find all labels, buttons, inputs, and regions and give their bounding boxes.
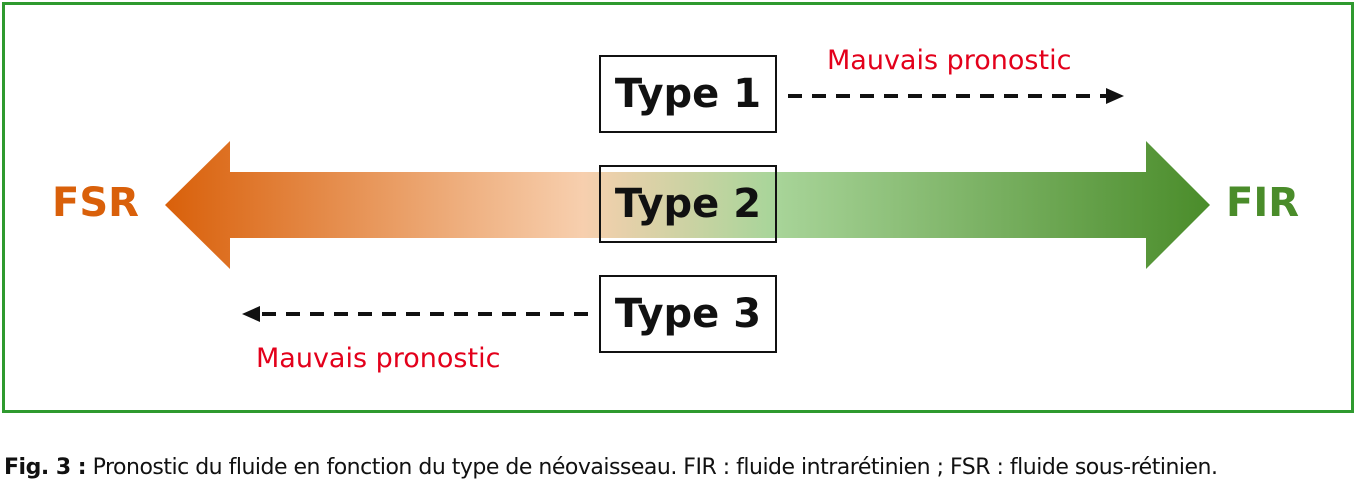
figure-caption: Fig. 3 : Pronostic du fluide en fonction… (4, 454, 1218, 482)
type-1-box: Type 1 (599, 55, 777, 133)
type-3-prognosis-label: Mauvais pronostic (256, 343, 501, 374)
fir-label: FIR (1226, 180, 1300, 226)
type-3-box: Type 3 (599, 275, 777, 353)
type-2-box: Type 2 (599, 165, 777, 243)
fsr-label: FSR (52, 180, 139, 226)
type3-arrowhead (242, 306, 260, 322)
caption-prefix: Fig. 3 : (4, 455, 87, 480)
caption-text: Pronostic du fluide en fonction du type … (86, 455, 1218, 480)
diagram-frame (2, 2, 1354, 413)
double-arrow (165, 141, 1210, 269)
type-1-prognosis-label: Mauvais pronostic (827, 45, 1072, 76)
type1-arrowhead (1106, 88, 1124, 104)
diagram-canvas (165, 88, 1210, 322)
